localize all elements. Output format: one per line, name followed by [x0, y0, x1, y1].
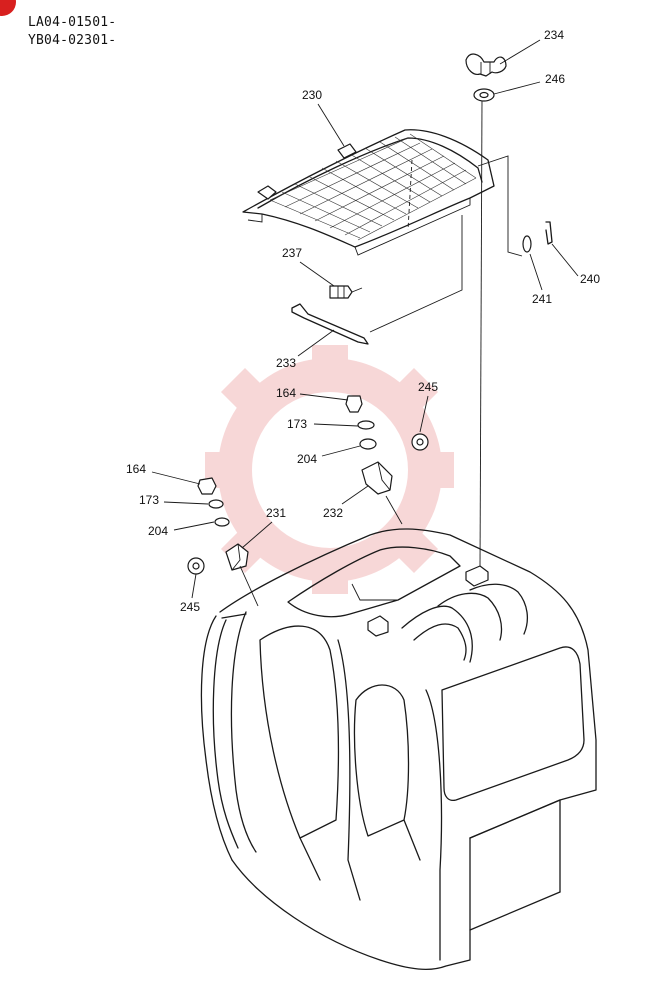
callout-233: 233	[276, 356, 297, 370]
bolt-164-right	[345, 395, 363, 413]
callout-204-left: 204	[148, 524, 169, 538]
assembly-guide-line	[479, 99, 483, 569]
serial-range-line-2: YB04-02301-	[28, 33, 117, 48]
callout-231: 231	[266, 506, 287, 520]
hinge-bracket-231	[225, 543, 249, 571]
r-pin-240	[545, 221, 553, 245]
callout-245-right: 245	[418, 380, 439, 394]
roof-screen-230	[242, 129, 523, 257]
washer-245-left	[187, 557, 205, 575]
washer-204-left	[214, 517, 230, 527]
hinge-bracket-232	[361, 461, 393, 495]
callout-leaders	[151, 39, 579, 607]
stay-rod-233	[291, 303, 369, 345]
callout-173-left: 173	[139, 493, 160, 507]
callout-245-left: 245	[180, 600, 201, 614]
bolt-164-left	[197, 477, 217, 495]
washer-173-left	[208, 499, 224, 509]
callout-241: 241	[532, 292, 553, 306]
washer-245-right	[411, 433, 429, 451]
serial-range-line-1: LA04-01501-	[28, 15, 117, 30]
callout-246: 246	[545, 72, 566, 86]
callout-173-right: 173	[287, 417, 308, 431]
callout-230: 230	[302, 88, 323, 102]
wing-nut-234	[465, 53, 507, 77]
callout-232: 232	[323, 506, 344, 520]
stay-bolt-237	[329, 285, 363, 299]
washer-241	[522, 235, 532, 253]
callout-237: 237	[282, 246, 303, 260]
callout-234: 234	[544, 28, 565, 42]
callout-204-right: 204	[297, 452, 318, 466]
washer-204-right	[359, 438, 377, 450]
washer-173-right	[357, 420, 375, 430]
callout-164-right: 164	[276, 386, 297, 400]
washer-246	[473, 88, 495, 102]
callout-240: 240	[580, 272, 601, 286]
callout-164-left: 164	[126, 462, 147, 476]
cab-body	[200, 528, 597, 970]
